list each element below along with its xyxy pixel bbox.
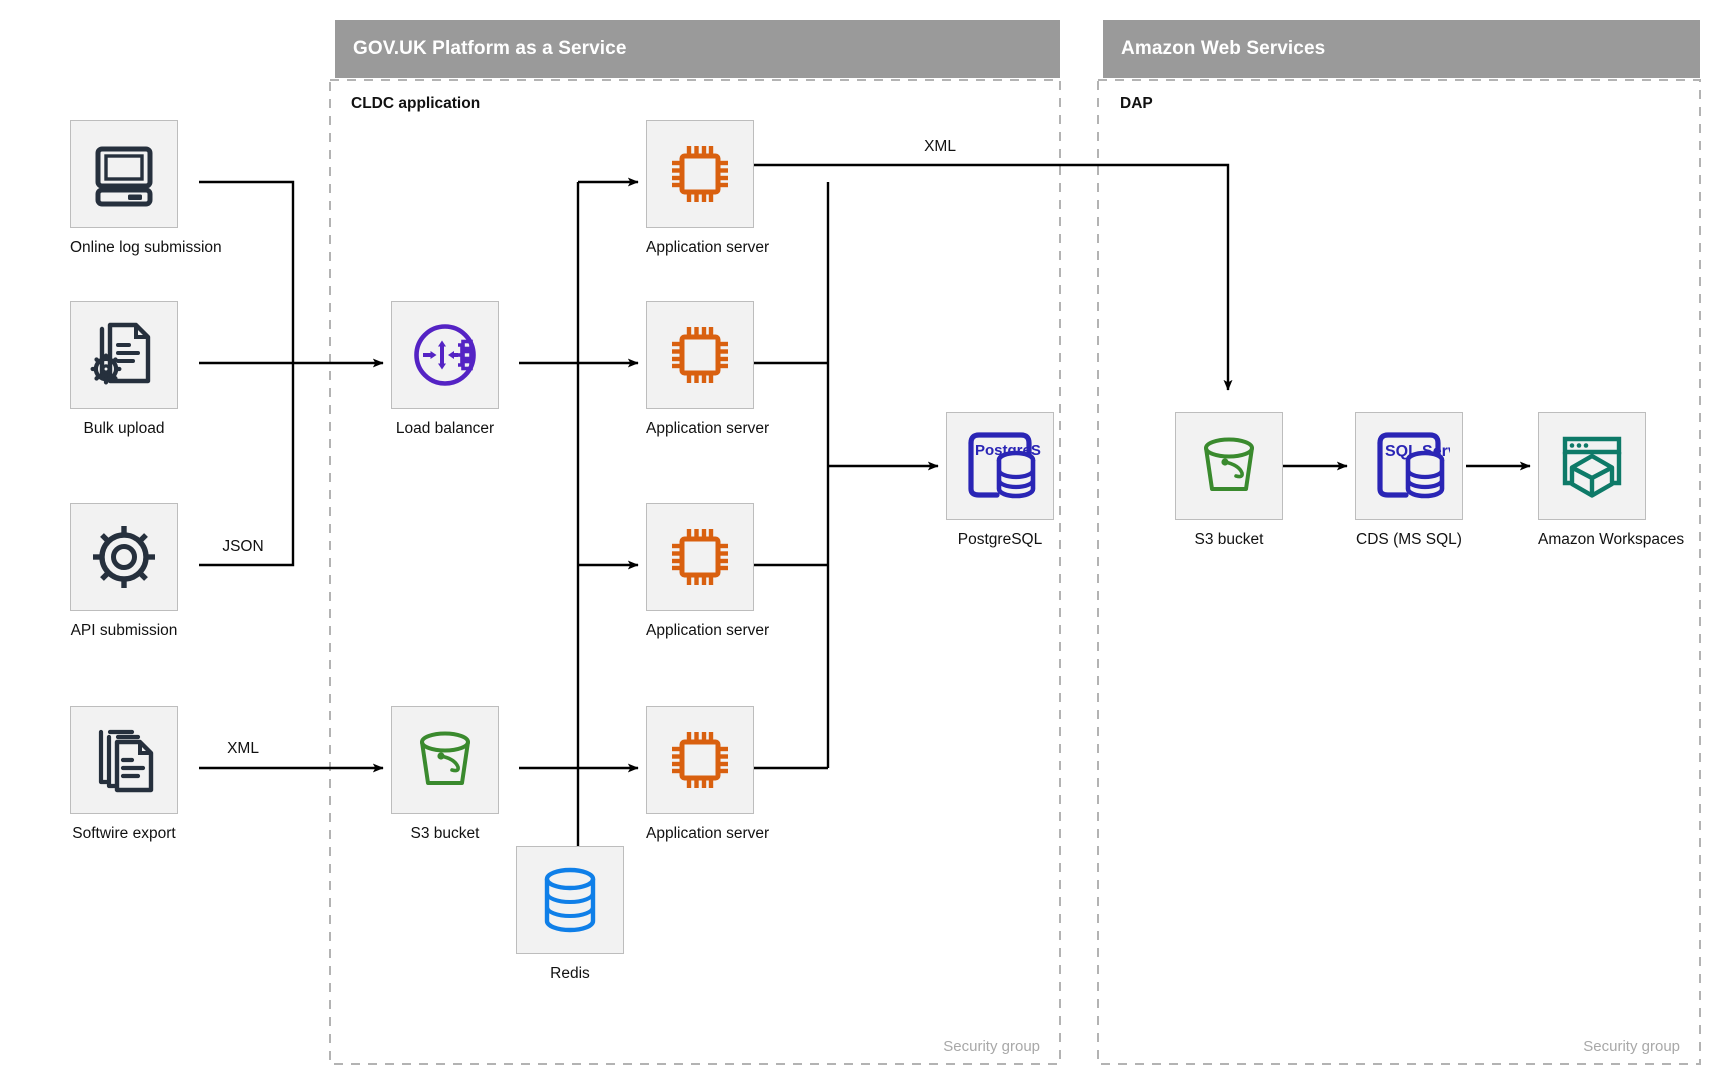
node-icon-box (1538, 412, 1646, 520)
node-icon-box (391, 301, 499, 409)
node-icon-box (646, 706, 754, 814)
node-icon-box (391, 706, 499, 814)
edge-label-xml-appserver: XML (924, 138, 956, 155)
node-icon-box (646, 120, 754, 228)
node-application-server-3[interactable]: Application server (646, 503, 770, 641)
cpu-chip-icon (672, 529, 728, 585)
load-balancer-icon (414, 324, 476, 386)
postgresql-icon: PostgreSQL (968, 432, 1041, 499)
node-label: Bulk upload (83, 420, 165, 437)
edge-label-xml-softwire: XML (227, 740, 259, 757)
node-icon-box (70, 706, 178, 814)
security-group-label-paas: Security group (943, 1038, 1040, 1055)
documents-stack-icon (98, 729, 154, 793)
node-s3-bucket-aws[interactable]: S3 bucket (1175, 412, 1283, 550)
edge-app-server-1-to-s3-aws-xml (746, 163, 1233, 391)
node-label: Amazon Workspaces (1538, 531, 1685, 548)
node-softwire-export[interactable]: Softwire export (70, 706, 178, 844)
edge-label-json: JSON (222, 538, 264, 555)
node-icon-box (70, 503, 178, 611)
node-amazon-workspaces[interactable]: Amazon Workspaces (1538, 412, 1685, 550)
node-label: Redis (550, 965, 590, 982)
zone-header-paas: GOV.UK Platform as a Service (335, 20, 1060, 78)
zone-title-paas: GOV.UK Platform as a Service (353, 38, 627, 59)
node-label: S3 bucket (410, 825, 480, 842)
node-icon-box (646, 503, 754, 611)
gear-icon (93, 526, 155, 588)
cpu-chip-icon (672, 146, 728, 202)
node-application-server-4[interactable]: Application server (646, 706, 770, 844)
node-label: Load balancer (395, 420, 495, 437)
node-icon-box (1175, 412, 1283, 520)
amazon-workspaces-icon (1562, 436, 1622, 498)
node-application-server-1[interactable]: Application server (646, 120, 770, 258)
node-s3-bucket-paas[interactable]: S3 bucket (391, 706, 499, 844)
edge-online-log-to-bus (199, 180, 295, 363)
node-cds-ms-sql[interactable]: SQL Server CDS (MS SQL) (1355, 412, 1463, 550)
zone-header-aws: Amazon Web Services (1103, 20, 1700, 78)
document-gear-icon (90, 322, 151, 385)
cpu-chip-icon (672, 732, 728, 788)
node-online-log-submission[interactable]: Online log submission (70, 120, 222, 258)
node-icon-box (70, 120, 178, 228)
s3-bucket-icon (1204, 437, 1254, 491)
cpu-chip-icon (672, 327, 728, 383)
node-label: API submission (70, 622, 178, 639)
node-label: PostgreSQL (957, 531, 1043, 548)
node-icon-box: PostgreSQL (946, 412, 1054, 520)
desktop-computer-icon (95, 146, 153, 207)
edge-api-submission-to-bus (199, 363, 295, 567)
node-redis[interactable]: Redis (516, 846, 624, 984)
redis-database-icon (544, 867, 596, 933)
node-icon-box: SQL Server (1355, 412, 1463, 520)
node-load-balancer[interactable]: Load balancer (391, 301, 499, 439)
group-label-cldc-application: CLDC application (351, 95, 481, 112)
node-label: Softwire export (72, 825, 176, 842)
node-label: Application server (646, 622, 770, 639)
security-group-paas (329, 79, 1061, 1065)
node-label: Application server (646, 420, 770, 437)
node-label: Online log submission (70, 239, 222, 256)
node-application-server-2[interactable]: Application server (646, 301, 770, 439)
node-label: CDS (MS SQL) (1356, 531, 1462, 548)
sql-server-icon: SQL Server (1377, 432, 1450, 499)
node-label: Application server (646, 239, 770, 256)
group-label-dap: DAP (1120, 95, 1153, 112)
s3-bucket-icon (420, 731, 470, 785)
node-postgresql[interactable]: PostgreSQL PostgreSQL (946, 412, 1054, 550)
node-icon-box (646, 301, 754, 409)
security-group-aws (1097, 79, 1701, 1065)
node-icon-box (516, 846, 624, 954)
node-icon-box (70, 301, 178, 409)
security-group-label-aws: Security group (1583, 1038, 1680, 1055)
node-api-submission[interactable]: API submission (70, 503, 178, 641)
node-bulk-upload[interactable]: Bulk upload (70, 301, 178, 439)
zone-title-aws: Amazon Web Services (1121, 38, 1326, 59)
node-label: S3 bucket (1194, 531, 1264, 548)
node-label: Application server (646, 825, 770, 842)
